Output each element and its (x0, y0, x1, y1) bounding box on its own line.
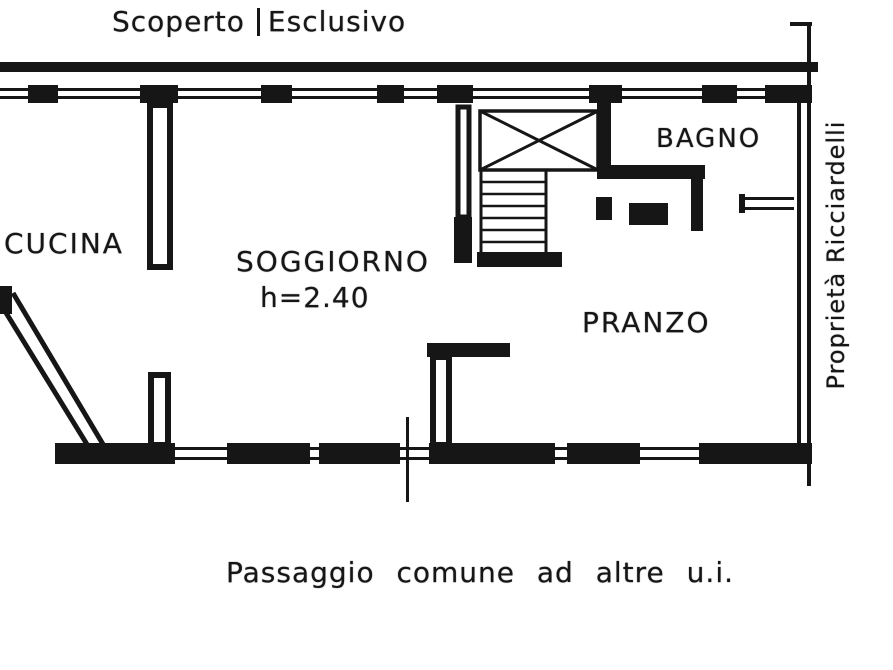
wall-segment (699, 443, 812, 464)
top-boundary-wall (0, 62, 818, 72)
door-line (744, 197, 794, 200)
center-partition (430, 354, 452, 448)
door-jamb (739, 194, 745, 213)
property-owner-label: Proprietà Ricciardelli (822, 120, 850, 390)
wall-segment (437, 85, 473, 103)
stair-left-pier (454, 217, 472, 263)
wall-segment (227, 443, 310, 464)
wall-segment (377, 85, 404, 103)
cucina-room-label: CUCINA (4, 227, 124, 260)
wall-segment (261, 85, 292, 103)
window-line (0, 96, 812, 99)
boundary-divider-mark (256, 8, 260, 36)
wall-pier (596, 197, 612, 220)
interior-walls (147, 102, 510, 448)
window-line (0, 88, 812, 91)
bagno-left-wall (597, 103, 611, 179)
diagonal-wall (0, 286, 110, 461)
property-boundary (0, 22, 818, 486)
scoperto-label: Scoperto (112, 5, 245, 38)
stair-cross-line (479, 109, 599, 172)
soggiorno-height-label: h=2.40 (260, 281, 370, 314)
wall-segment (589, 85, 622, 103)
wall-stub (0, 286, 12, 314)
door-line (744, 207, 794, 210)
esclusivo-label: Esclusivo (267, 5, 407, 38)
lower-left-partition (148, 372, 171, 448)
right-wall-line (797, 103, 801, 447)
section-tick (406, 417, 409, 502)
center-partition-top (427, 343, 510, 357)
soggiorno-room-label: SOGGIORNO (236, 245, 430, 278)
staircase (477, 109, 600, 267)
common-passage-label: Passaggio comune ad altre u.i. (226, 556, 734, 589)
top-exterior-wall (0, 85, 812, 103)
wall-segment (765, 85, 812, 103)
bagno-bottom-wall (608, 165, 705, 179)
scoperto-esclusivo-label: Scoperto Esclusivo (112, 8, 406, 36)
wall-segment (140, 85, 178, 103)
wall-segment (319, 443, 400, 464)
bathroom-walls (596, 103, 794, 231)
wall-segment (702, 85, 737, 103)
stair-left-wall (455, 104, 472, 220)
bottom-exterior-wall (55, 443, 812, 464)
cucina-soggiorno-wall (147, 102, 173, 270)
stair-bottom-wall (477, 252, 562, 267)
diagonal-wall-line (10, 291, 110, 453)
pranzo-room-label: PRANZO (582, 306, 711, 339)
wall-segment (567, 443, 640, 464)
wall-segment (429, 443, 555, 464)
wall-segment (55, 443, 175, 464)
bagno-corner-wall (691, 179, 703, 231)
diagonal-wall-line (0, 301, 99, 461)
wall-segment (28, 85, 58, 103)
right-property-line (807, 24, 811, 486)
wall-pier (629, 203, 668, 225)
bagno-room-label: BAGNO (656, 124, 762, 154)
boundary-tick (790, 22, 812, 26)
section-mark (406, 417, 409, 502)
